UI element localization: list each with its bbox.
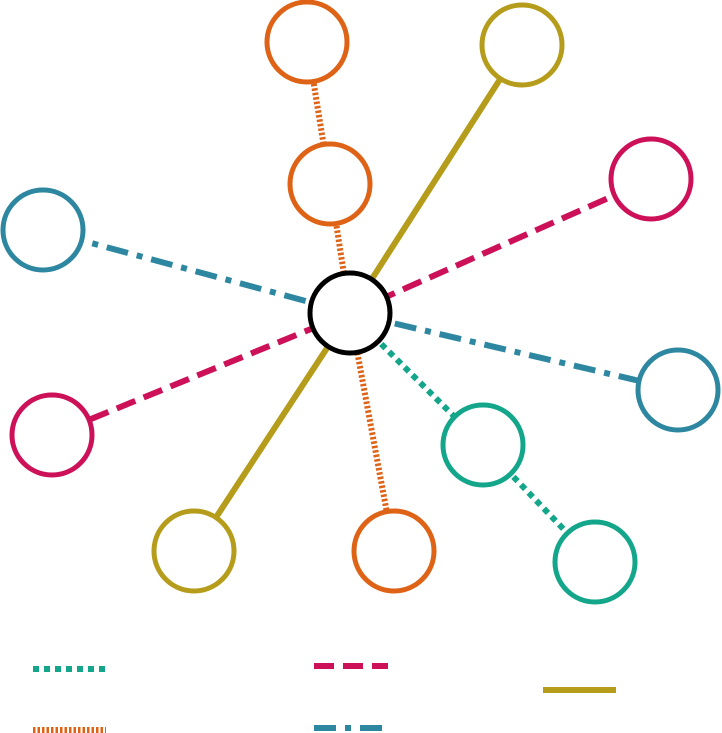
node-crimson-1 <box>608 136 694 222</box>
node-orange-2 <box>287 141 373 227</box>
edge-center-to-crimson-1 <box>348 176 653 316</box>
node-olive-1 <box>479 2 565 88</box>
node-steel-1 <box>0 187 86 273</box>
node-steel-2 <box>635 347 721 433</box>
edge-center-to-crimson-2 <box>50 310 352 438</box>
node-orange-3 <box>351 508 437 594</box>
node-crimson-2 <box>9 392 95 478</box>
node-center <box>307 270 393 356</box>
node-olive-2 <box>151 508 237 594</box>
legend <box>33 663 616 733</box>
edge-center-to-olive-1 <box>347 43 525 315</box>
edge-center-to-steel-1 <box>42 227 351 316</box>
nodes-layer <box>0 0 721 605</box>
node-teal-1 <box>440 402 526 488</box>
node-orange-1 <box>264 0 350 85</box>
edge-center-to-olive-2 <box>191 311 353 553</box>
edge-center-to-steel-2 <box>349 310 679 393</box>
node-teal-2 <box>552 519 638 605</box>
